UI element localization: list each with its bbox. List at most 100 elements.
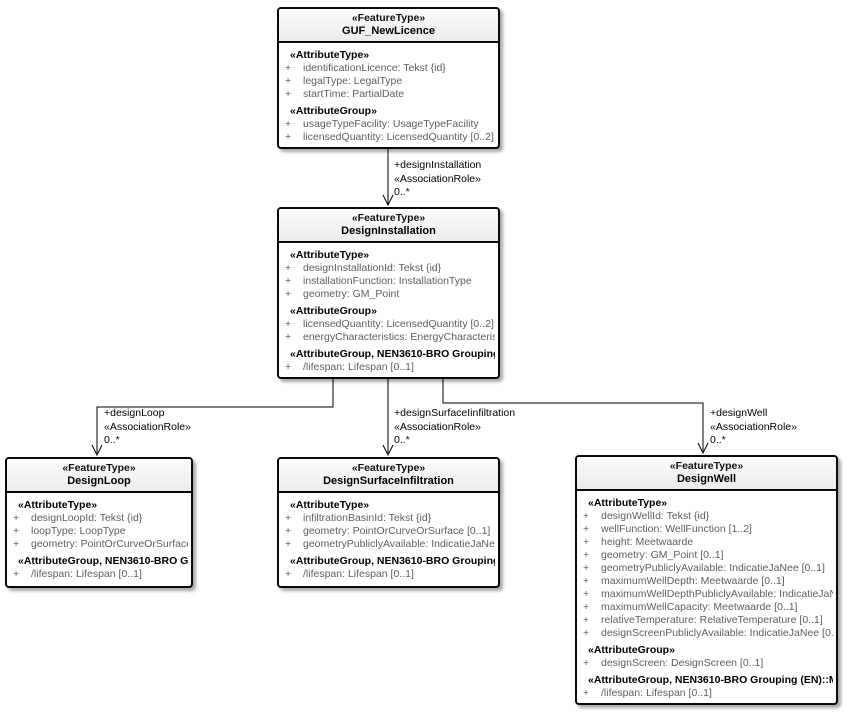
attribute-text: /lifespan: Lifespan [0..1] bbox=[31, 568, 142, 580]
attribute-text: wellFunction: WellFunction [1..2] bbox=[601, 523, 752, 535]
visibility-marker: + bbox=[583, 687, 590, 699]
attribute-row: +maximumWellDepth: Meetwaarde [0..1] bbox=[581, 575, 833, 588]
class-box-design-surface-infiltration[interactable]: «FeatureType» DesignSurfaceInfiltration … bbox=[277, 457, 500, 588]
attribute-row: +relativeTemperature: RelativeTemperatur… bbox=[581, 614, 833, 627]
attribute-stereotype: «AttributeGroup, NEN3610-BRO Groupin… bbox=[18, 555, 188, 567]
attribute-text: startTime: PartialDate bbox=[303, 88, 405, 100]
attribute-text: geometry: PointOrCurveOrSurface [0..1] bbox=[31, 538, 188, 550]
association-label-design-loop: +designLoop «AssociationRole» 0..* bbox=[104, 407, 191, 448]
attribute-row: +geometry: GM_Point [0..1] bbox=[581, 549, 833, 562]
class-header: «FeatureType» GUF_NewLicence bbox=[279, 9, 498, 43]
attribute-text: designWellId: Tekst {id} bbox=[601, 510, 710, 522]
association-stereotype: «AssociationRole» bbox=[710, 420, 797, 433]
attribute-row: +maximumWellDepthPubliclyAvailable: Indi… bbox=[581, 588, 833, 601]
association-multiplicity: 0..* bbox=[710, 434, 726, 446]
association-connector-design-installation[interactable] bbox=[382, 148, 394, 207]
class-box-design-installation[interactable]: «FeatureType» DesignInstallation «Attrib… bbox=[277, 207, 500, 379]
visibility-marker: + bbox=[285, 262, 292, 274]
attribute-text: installationFunction: InstallationType bbox=[303, 275, 472, 287]
association-stereotype: «AssociationRole» bbox=[394, 420, 481, 433]
association-role-name: +designWell bbox=[710, 407, 768, 419]
attribute-row: +designScreenPubliclyAvailable: Indicati… bbox=[581, 627, 833, 640]
class-stereotype: «FeatureType» bbox=[351, 12, 426, 24]
attribute-stereotype: «AttributeGroup, NEN3610-BRO Grouping (E… bbox=[588, 674, 833, 686]
attribute-text: /lifespan: Lifespan [0..1] bbox=[303, 361, 414, 373]
visibility-marker: + bbox=[285, 525, 292, 537]
attribute-text: /lifespan: Lifespan [0..1] bbox=[601, 687, 712, 699]
visibility-marker: + bbox=[285, 318, 292, 330]
association-stereotype: «AssociationRole» bbox=[394, 172, 481, 185]
association-label-design-installation: +designInstallation «AssociationRole» 0.… bbox=[394, 159, 481, 200]
attribute-row: +geometry: PointOrCurveOrSurface [0..1] bbox=[283, 525, 495, 538]
visibility-marker: + bbox=[285, 88, 292, 100]
attribute-row: +geometryPubliclyAvailable: IndicatieJaN… bbox=[581, 562, 833, 575]
attribute-text: identificationLicence: Tekst {id} bbox=[303, 62, 446, 74]
attribute-text: /lifespan: Lifespan [0..1] bbox=[303, 568, 414, 580]
attribute-row: +infiltrationBasinId: Tekst {id} bbox=[283, 512, 495, 525]
visibility-marker: + bbox=[583, 549, 590, 561]
attribute-text: maximumWellCapacity: Meetwaarde [0..1] bbox=[601, 601, 798, 613]
visibility-marker: + bbox=[583, 536, 590, 548]
attribute-text: loopType: LoopType bbox=[31, 525, 126, 537]
attribute-stereotype: «AttributeType» bbox=[290, 499, 370, 511]
attribute-stereotype: «AttributeGroup» bbox=[290, 105, 377, 117]
attribute-row: +licensedQuantity: LicensedQuantity [0..… bbox=[283, 318, 495, 331]
class-attribute-compartment: «AttributeType»+designInstallationId: Te… bbox=[279, 243, 498, 376]
visibility-marker: + bbox=[285, 131, 292, 143]
attribute-row: +height: Meetwaarde bbox=[581, 536, 833, 549]
class-box-design-well[interactable]: «FeatureType» DesignWell «AttributeType»… bbox=[575, 455, 838, 705]
attribute-text: designInstallationId: Tekst {id} bbox=[303, 262, 442, 274]
attribute-row: + /lifespan: Lifespan [0..1] bbox=[283, 361, 495, 374]
visibility-marker: + bbox=[285, 62, 292, 74]
attribute-stereotype: «AttributeGroup, NEN3610-BRO Grouping (E… bbox=[290, 348, 495, 360]
attribute-row: + geometry: PointOrCurveOrSurface [0..1] bbox=[11, 538, 188, 551]
association-role-name: +designLoop bbox=[104, 407, 165, 419]
association-role-name: +designSurfaceIinfiltration bbox=[394, 407, 516, 419]
visibility-marker: + bbox=[583, 562, 590, 574]
visibility-marker: + bbox=[13, 525, 20, 537]
attribute-stereotype: «AttributeGroup, NEN3610-BRO Grouping (E… bbox=[290, 555, 495, 567]
attribute-row: + licensedQuantity: LicensedQuantity [0..… bbox=[283, 131, 495, 144]
class-attribute-compartment: «AttributeType»+identificationLicence: T… bbox=[279, 43, 498, 146]
class-box-guf-newlicence[interactable]: «FeatureType» GUF_NewLicence «AttributeT… bbox=[277, 7, 500, 149]
attribute-row: + startTime: PartialDate bbox=[283, 88, 495, 101]
open-arrowhead bbox=[382, 194, 394, 207]
attribute-stereotype: «AttributeType» bbox=[290, 249, 370, 261]
attribute-row: +wellFunction: WellFunction [1..2] bbox=[581, 523, 833, 536]
class-name: DesignLoop bbox=[67, 475, 131, 487]
attribute-text: energyCharacteristics: EnergyCharacteris… bbox=[303, 331, 495, 343]
attribute-text: relativeTemperature: RelativeTemperature… bbox=[601, 614, 823, 626]
visibility-marker: + bbox=[285, 512, 292, 524]
visibility-marker: + bbox=[285, 538, 292, 550]
class-header: «FeatureType» DesignSurfaceInfiltration bbox=[279, 459, 498, 493]
association-role-name: +designInstallation bbox=[394, 159, 482, 171]
attribute-row: + identificationLicence: Tekst {id} bbox=[283, 62, 495, 75]
attribute-stereotype: «AttributeType» bbox=[290, 49, 370, 61]
association-label-design-surface-infiltration: +designSurfaceIinfiltration «Association… bbox=[394, 407, 515, 448]
attribute-row: +legalType: LegalType bbox=[283, 75, 495, 88]
visibility-marker: + bbox=[13, 538, 20, 550]
attribute-text: geometryPubliclyAvailable: IndicatieJaNe… bbox=[303, 538, 495, 550]
attribute-row: +designScreen: DesignScreen [0..1] bbox=[581, 657, 833, 670]
visibility-marker: + bbox=[285, 361, 292, 373]
class-name: GUF_NewLicence bbox=[342, 25, 435, 37]
attribute-text: designScreenPubliclyAvailable: Indicatie… bbox=[601, 627, 833, 639]
attribute-text: designLoopId: Tekst {id} bbox=[31, 512, 143, 524]
attribute-stereotype: «AttributeGroup» bbox=[290, 305, 377, 317]
association-connector-design-surface-infiltration[interactable] bbox=[382, 379, 394, 457]
visibility-marker: + bbox=[285, 118, 292, 130]
visibility-marker: + bbox=[13, 512, 20, 524]
visibility-marker: + bbox=[583, 601, 590, 613]
attribute-row: + designLoopId: Tekst {id} bbox=[11, 512, 188, 525]
class-header: «FeatureType» DesignLoop bbox=[7, 459, 191, 493]
attribute-text: licensedQuantity: LicensedQuantity [0..2… bbox=[303, 131, 494, 143]
class-attribute-compartment: «AttributeType»+infiltrationBasinId: Tek… bbox=[279, 493, 498, 583]
attribute-stereotype: «AttributeGroup» bbox=[588, 644, 675, 656]
visibility-marker: + bbox=[13, 568, 20, 580]
visibility-marker: + bbox=[285, 275, 292, 287]
class-box-design-loop[interactable]: «FeatureType» DesignLoop «AttributeType»… bbox=[5, 457, 193, 588]
visibility-marker: + bbox=[285, 75, 292, 87]
visibility-marker: + bbox=[285, 288, 292, 300]
attribute-row: +/lifespan: Lifespan [0..1] bbox=[283, 568, 495, 581]
class-header: «FeatureType» DesignWell bbox=[577, 457, 836, 491]
